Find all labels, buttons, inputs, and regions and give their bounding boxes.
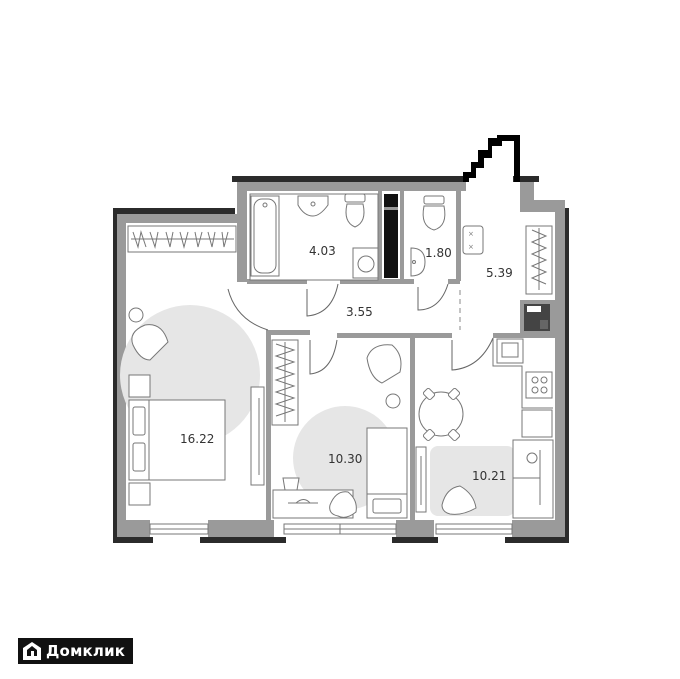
kitchen-furniture — [415, 338, 554, 519]
area-label-corridor: 3.55 — [346, 305, 373, 319]
area-label-bathroom: 4.03 — [309, 244, 336, 258]
bedroom-2-furniture — [271, 339, 408, 519]
windows — [149, 523, 513, 535]
area-label-hallway-entry: 5.39 — [486, 266, 513, 280]
room-labels: 4.03 1.80 5.39 3.55 16.22 10.30 10.21 — [180, 244, 513, 483]
brand-logo: Домклик — [18, 638, 134, 664]
walls — [117, 182, 565, 537]
bathroom-fixtures — [249, 193, 379, 281]
bedroom-furniture — [127, 225, 265, 506]
doors — [227, 283, 494, 375]
svg-text:×: × — [468, 230, 474, 238]
svg-text:×: × — [468, 243, 474, 251]
entry-fixtures: × × — [459, 225, 553, 330]
area-label-bedroom-2: 10.30 — [328, 452, 362, 466]
area-label-bedroom: 16.22 — [180, 432, 214, 446]
area-label-kitchen: 10.21 — [472, 469, 506, 483]
area-label-toilet: 1.80 — [425, 246, 452, 260]
toilet-fixtures — [410, 195, 446, 277]
house-logo-icon — [23, 642, 41, 660]
brand-name: Домклик — [46, 642, 126, 660]
